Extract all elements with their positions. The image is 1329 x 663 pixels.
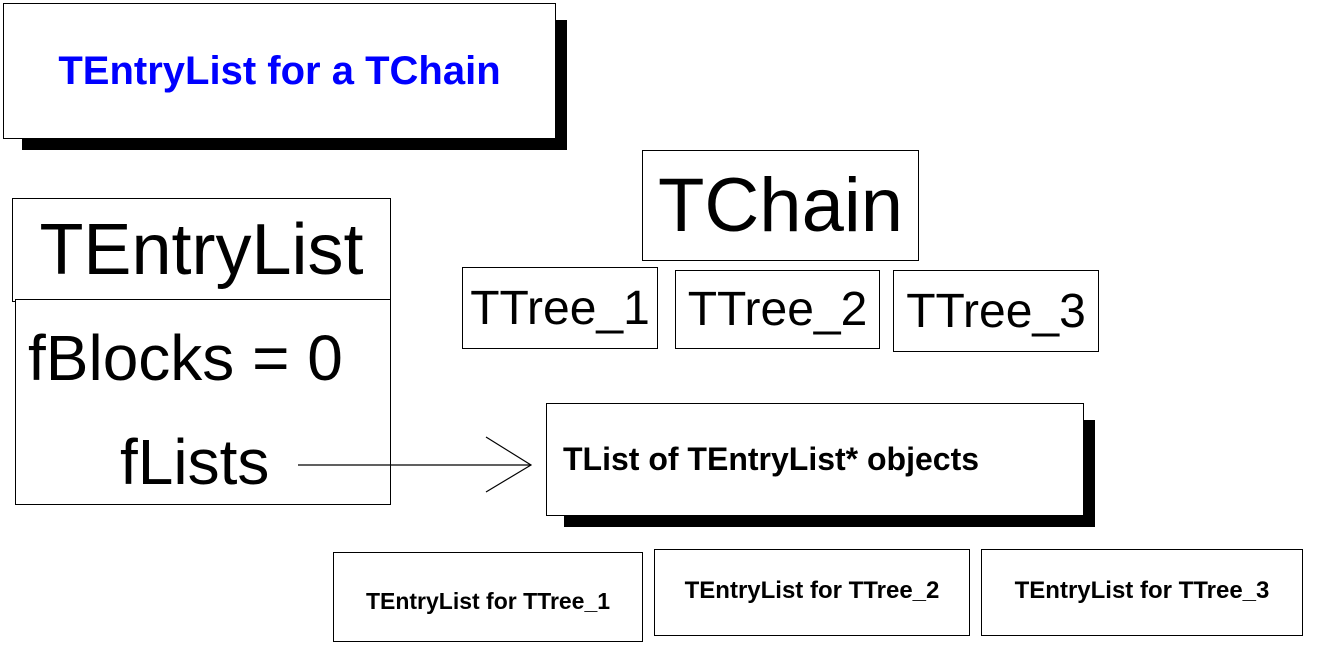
sublist-label-1: TEntryList for TTree_1 (365, 587, 611, 614)
field-blocks: fBlocks = 0 (28, 322, 343, 394)
sublist-box-2: TEntryList for TTree_2 (654, 549, 970, 636)
sublist-label-3: TEntryList for TTree_3 (1014, 576, 1270, 604)
ttree-label-1: TTree_1 (470, 281, 650, 335)
ttree-box-2: TTree_2 (675, 270, 880, 349)
title-text: TEntryList for a TChain (58, 48, 501, 93)
ttree-box-3: TTree_3 (893, 270, 1099, 352)
sublist-box-3: TEntryList for TTree_3 (981, 549, 1303, 636)
entrylist-header-label: TEntryList (39, 210, 364, 290)
sublist-label-2: TEntryList for TTree_2 (684, 576, 940, 604)
ttree-label-3: TTree_3 (906, 284, 1086, 338)
sublist-box-1: TEntryList for TTree_1 (333, 552, 643, 642)
tlist-label: TList of TEntryList* objects (563, 441, 980, 477)
arrow-head (485, 436, 533, 493)
tchain-label: TChain (658, 163, 903, 248)
entrylist-header-box: TEntryList (12, 198, 391, 302)
entrylist-fields-box: fBlocks = 0 fLists (15, 299, 391, 505)
field-lists: fLists (120, 426, 270, 498)
ttree-box-1: TTree_1 (462, 267, 658, 349)
ttree-label-2: TTree_2 (687, 283, 868, 336)
tlist-box: TList of TEntryList* objects (546, 403, 1084, 516)
tchain-box: TChain (642, 150, 919, 261)
title-box: TEntryList for a TChain (3, 3, 556, 139)
